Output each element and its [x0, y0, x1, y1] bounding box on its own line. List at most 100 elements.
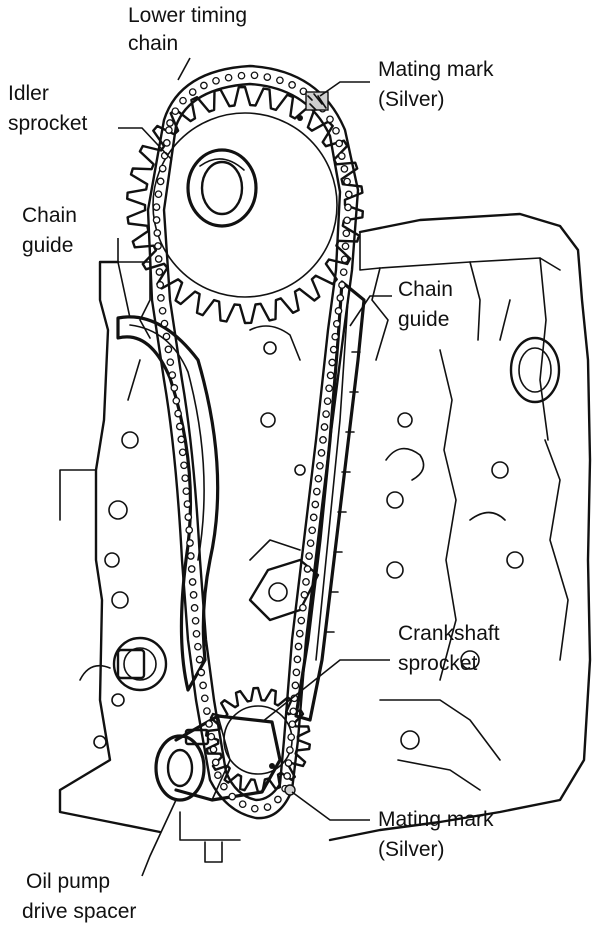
chain-link — [339, 268, 348, 277]
chain-link — [180, 461, 188, 470]
svg-text:Chain: Chain — [22, 204, 77, 227]
engine-block — [58, 212, 592, 863]
chain-link — [289, 707, 298, 716]
chain-link — [326, 371, 335, 380]
mating-mark-top — [297, 91, 329, 121]
label-mating-mark-top: Mating mark (Silver) — [378, 58, 494, 111]
chain-link — [181, 474, 190, 483]
chain-link — [199, 681, 207, 690]
chain-link — [185, 526, 194, 534]
chain-link — [195, 655, 204, 664]
chain-link — [288, 81, 296, 89]
chain-link — [228, 792, 237, 801]
chain-link — [183, 500, 192, 508]
chain-link — [340, 255, 349, 264]
svg-text:sprocket: sprocket — [8, 112, 88, 135]
svg-text:(Silver): (Silver) — [378, 88, 445, 111]
chain-link — [164, 345, 173, 354]
svg-text:chain: chain — [128, 32, 178, 55]
chain-link — [172, 396, 181, 405]
chain-link — [191, 616, 200, 625]
chain-link — [303, 565, 312, 573]
svg-text:Mating mark: Mating mark — [378, 808, 494, 831]
chain-link — [207, 732, 216, 741]
chain-link — [295, 629, 304, 638]
label-idler-sprocket: Idler sprocket — [8, 82, 88, 135]
chain-link — [338, 281, 346, 289]
chain-link — [287, 733, 296, 742]
svg-text:guide: guide — [22, 234, 73, 257]
chain-link — [179, 96, 187, 105]
chain-link — [263, 73, 272, 81]
chain-link — [154, 190, 163, 199]
chain-links — [152, 71, 353, 813]
chain-link — [326, 115, 334, 124]
chain-link — [182, 487, 191, 496]
chain-link — [323, 397, 332, 406]
chain-link — [194, 642, 202, 651]
mating-mark-bottom — [269, 763, 296, 796]
chain-link — [162, 139, 171, 147]
chain-link — [344, 203, 352, 212]
chain-link — [187, 565, 196, 573]
chain-link — [188, 578, 197, 586]
svg-text:Mating mark: Mating mark — [378, 58, 494, 81]
chain-link — [335, 139, 344, 148]
chain-link — [168, 371, 177, 379]
label-chain-guide-left: Chain guide — [22, 204, 77, 257]
chain-link — [343, 216, 351, 225]
chain-link — [224, 73, 233, 82]
chain-link — [155, 268, 164, 276]
chain-link — [328, 358, 337, 367]
chain-link — [297, 616, 306, 625]
chain-link — [200, 81, 208, 90]
left-chain-guide — [112, 315, 220, 692]
chain-link — [189, 591, 198, 599]
chain-link — [274, 795, 282, 804]
label-mating-mark-bottom: Mating mark (Silver) — [378, 808, 494, 861]
chain-link — [317, 449, 326, 457]
chain-link — [344, 190, 353, 199]
chain-link — [153, 229, 162, 237]
chain-link — [309, 513, 318, 522]
label-lower-timing-chain: Lower timing chain — [128, 4, 247, 55]
svg-text:Crankshaft: Crankshaft — [398, 622, 500, 645]
chain-link — [316, 461, 324, 470]
chain-link — [171, 107, 180, 116]
chain-link — [322, 410, 330, 418]
chain-link — [288, 720, 297, 729]
chain-link — [311, 500, 320, 509]
chain-link — [197, 668, 206, 677]
right-chain-guide — [294, 280, 366, 722]
chain-link — [186, 552, 195, 560]
leader-lines — [117, 57, 392, 877]
chain-link — [154, 255, 163, 263]
chain-link — [329, 345, 338, 354]
svg-text:Lower timing: Lower timing — [128, 4, 247, 27]
chain-link — [174, 409, 182, 418]
chain-link — [312, 487, 321, 496]
chain-link — [341, 242, 350, 251]
chain-link — [337, 152, 346, 160]
chain-link — [184, 513, 193, 521]
svg-text:Oil pump: Oil pump — [26, 870, 110, 893]
chain-link — [177, 435, 186, 444]
chain-link — [336, 294, 345, 302]
chain-link — [166, 119, 174, 127]
chain-link — [325, 384, 333, 393]
svg-text:Idler: Idler — [8, 82, 49, 105]
chain-link — [343, 177, 351, 186]
chain-link — [152, 216, 161, 224]
chain-link — [250, 804, 259, 813]
chain-link — [237, 71, 246, 80]
chain-link — [157, 294, 165, 302]
chain-link — [286, 746, 294, 754]
chain-link — [331, 332, 340, 341]
chain-link — [308, 526, 317, 535]
chain-link — [250, 71, 259, 80]
chain-link — [263, 803, 272, 811]
chain-link — [200, 694, 209, 703]
chain-link — [170, 384, 179, 392]
